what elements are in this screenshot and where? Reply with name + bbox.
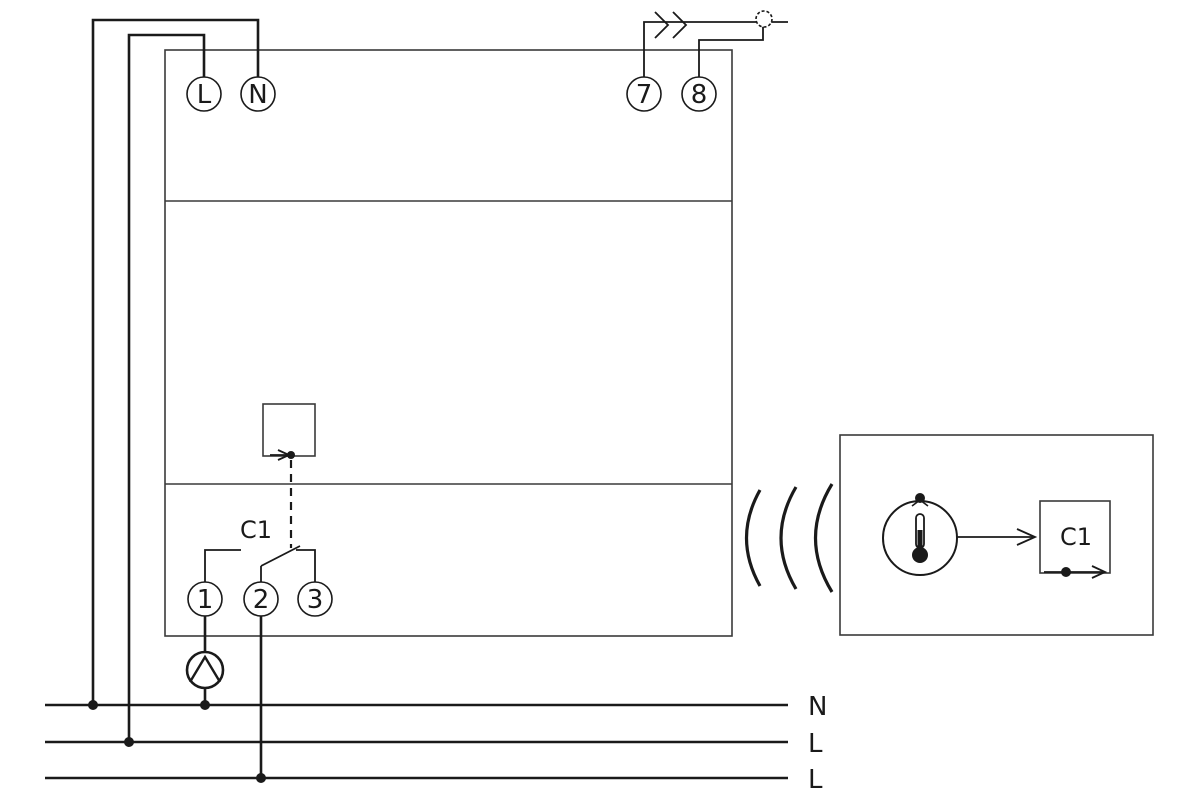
antenna-plug-icon: [643, 11, 788, 78]
relay-coil: [262, 403, 316, 548]
junction-pump: [200, 700, 210, 710]
junction-l-supply: [124, 737, 134, 747]
device-enclosure: [164, 49, 733, 637]
remote-thermostat-box: [839, 434, 1154, 636]
terminal-1: 1: [187, 581, 223, 617]
terminal-3: 3: [297, 581, 333, 617]
supply-wires: [88, 18, 260, 747]
pump-icon: [185, 650, 225, 690]
terminal-7: 7: [626, 76, 662, 112]
thermometer-icon: [882, 493, 958, 576]
bus-label-l2: L: [808, 765, 823, 795]
wire-l-supply: [127, 33, 206, 742]
remote-relay: C1: [1039, 500, 1111, 579]
remote-relay-label: C1: [1060, 523, 1092, 551]
junction-n-supply: [88, 700, 98, 710]
terminal-2-label: 2: [253, 585, 270, 615]
terminal-8: 8: [681, 76, 717, 112]
terminal-8-label: 8: [691, 80, 708, 110]
terminal-2: 2: [243, 581, 279, 617]
terminal-l: L: [186, 76, 222, 112]
bus-lines: N L L: [45, 692, 827, 795]
bus-label-n: N: [808, 692, 827, 722]
signal-arrow: [957, 528, 1038, 546]
lamp-icon: [755, 10, 773, 28]
terminal-3-label: 3: [307, 585, 324, 615]
terminal-l-label: L: [197, 80, 212, 110]
wire-n-supply: [91, 18, 260, 705]
terminal-n-label: N: [248, 80, 267, 110]
radio-waves-icon: [745, 483, 834, 593]
terminal-1-label: 1: [197, 585, 214, 615]
junction-terminal-2: [256, 773, 266, 783]
relay-contact-label: C1: [240, 516, 272, 544]
relay-contact: C1: [204, 516, 316, 585]
terminal-7-label: 7: [636, 80, 653, 110]
bus-label-l1: L: [808, 729, 823, 759]
terminal-n: N: [240, 76, 276, 112]
